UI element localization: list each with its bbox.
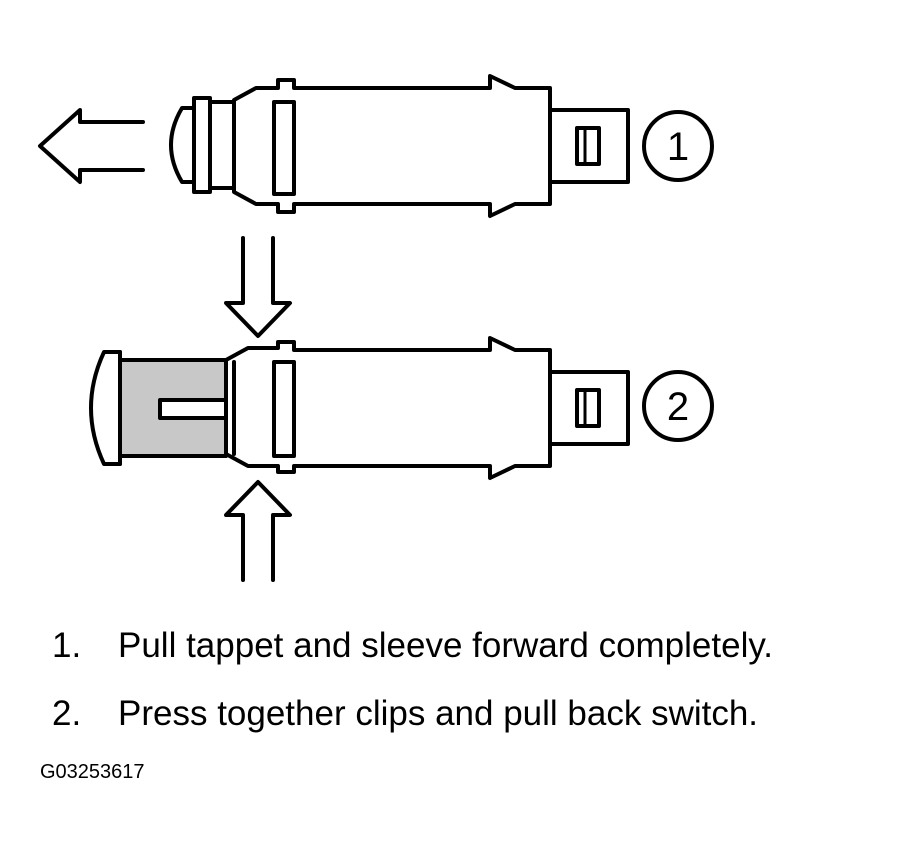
press-arrow-up-icon <box>224 480 292 582</box>
step-1-number: 1. <box>52 626 82 665</box>
tappet-ring-inner <box>208 100 236 190</box>
switch-1 <box>38 74 714 218</box>
press-arrow-down-icon <box>224 236 292 338</box>
callout-2 <box>642 370 714 442</box>
connector-tab-2 <box>548 370 630 446</box>
step-2-number: 2. <box>52 694 82 733</box>
callout-1 <box>642 110 714 182</box>
connector-window-2 <box>575 388 601 428</box>
figure-id: G03253617 <box>40 761 145 783</box>
connector-window <box>575 126 601 166</box>
switch-removal-diagram: 1 2 <box>38 74 714 582</box>
step-1: 1. Pull tappet and sleeve forward complet… <box>52 626 773 666</box>
step-2: 2. Press together clips and pull back swi… <box>52 694 758 734</box>
connector-tab <box>548 108 630 184</box>
tappet-knob <box>169 106 196 184</box>
switch-2 <box>89 336 714 480</box>
sleeve-slot-2 <box>272 360 296 458</box>
switch-housing <box>232 74 552 218</box>
sleeve <box>118 358 228 458</box>
sleeve-slot <box>272 100 296 196</box>
callout-2-label: 2 <box>667 385 689 429</box>
step-2-text: Press together clips and pull back switc… <box>118 694 759 733</box>
tappet-knob-2 <box>89 350 122 466</box>
pull-arrow-icon <box>38 108 145 184</box>
switch-housing-2 <box>224 336 552 480</box>
callout-1-label: 1 <box>667 125 689 169</box>
tappet-ring-outer <box>192 96 212 194</box>
step-1-text: Pull tappet and sleeve forward completel… <box>118 626 773 665</box>
